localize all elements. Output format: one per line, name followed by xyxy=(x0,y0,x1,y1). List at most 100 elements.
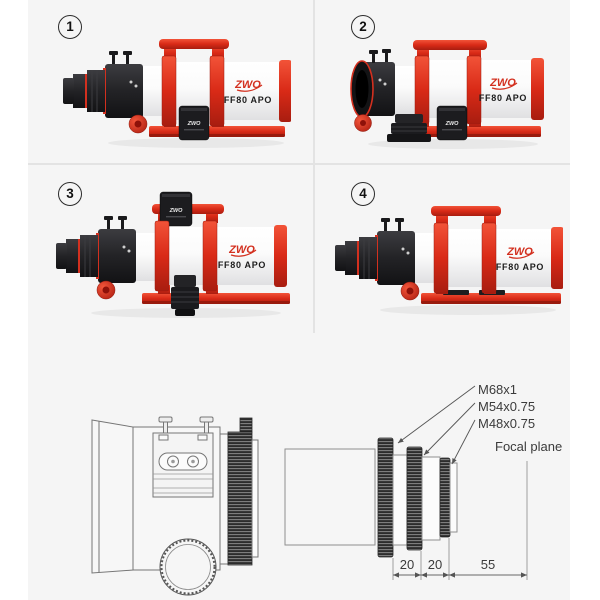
focuser-base xyxy=(219,433,229,565)
tube-ring xyxy=(209,55,224,126)
slot-dot xyxy=(171,459,175,464)
focus-knob-center xyxy=(359,120,366,126)
eaf-text-line xyxy=(183,128,204,130)
thumbscrew-stem xyxy=(111,53,115,64)
knob-cone-mid xyxy=(390,123,427,134)
front-red-ring xyxy=(550,227,563,289)
tension-knob xyxy=(239,417,253,433)
spacer-tube xyxy=(421,456,441,541)
thumbscrew-stem xyxy=(120,219,124,229)
camera-lens-cap xyxy=(174,309,195,316)
plate-slot xyxy=(158,452,208,471)
carry-handle xyxy=(412,40,487,50)
focuser-dot xyxy=(401,247,404,251)
lens-cap xyxy=(62,77,74,104)
logo-swoosh xyxy=(230,249,256,257)
lens-cap xyxy=(55,243,67,269)
eaf-logo: ZWO xyxy=(168,208,183,214)
thumbscrew xyxy=(381,49,391,53)
focuser-body xyxy=(104,63,143,118)
logo-swoosh xyxy=(508,251,534,259)
eaf-highlight xyxy=(161,194,190,197)
thumbscrew xyxy=(394,218,404,222)
photo-cell-3: 3 ZWO xyxy=(28,165,313,333)
focuser-dot xyxy=(134,84,137,87)
focuser-knurled-ring xyxy=(227,431,253,566)
thumbscrew xyxy=(368,50,378,54)
eaf-logo: ZWO xyxy=(444,121,459,127)
eaf-motor xyxy=(178,105,209,140)
dovetail-shade xyxy=(420,301,561,304)
thumbscrew-stem xyxy=(383,221,387,231)
focus-knob-center xyxy=(102,286,109,294)
eaf-motor xyxy=(436,105,467,141)
view-number-badge: 2 xyxy=(351,15,375,39)
drawtube xyxy=(358,237,377,279)
focuser-dot xyxy=(383,82,386,86)
hood-outline xyxy=(91,419,134,574)
m48-ring xyxy=(439,457,451,538)
knob-cone-base xyxy=(386,134,431,142)
product-photo-3: ZWO xyxy=(55,191,290,318)
telescope-accessory-view: ZWO xyxy=(55,191,290,318)
focuser-body xyxy=(97,229,136,283)
carry-handle xyxy=(158,38,229,49)
focuser-opening xyxy=(355,70,368,108)
dovetail-shade xyxy=(148,133,285,137)
focus-knob-inner xyxy=(165,544,211,590)
drawtube xyxy=(79,235,98,277)
thumbscrew-stem xyxy=(125,53,129,64)
focus-knob-knurl xyxy=(160,539,216,595)
thread-label-m68: M68x1 xyxy=(478,382,517,397)
tube-model: FF80 APO xyxy=(495,262,543,272)
telescope-angled-view: ZWO ZWO FF80 APO xyxy=(349,40,544,149)
drawtube xyxy=(86,69,105,112)
leader-m54 xyxy=(423,402,476,456)
thread-label-m54: M54x0.75 xyxy=(478,399,535,414)
focuser-body xyxy=(376,231,415,285)
shadow xyxy=(379,305,556,315)
adapter-red-ring xyxy=(77,239,80,273)
photo-cell-1: 1 xyxy=(28,0,313,163)
carry-handle xyxy=(430,206,501,216)
screw-cap xyxy=(158,416,173,423)
spacer-tube xyxy=(392,454,408,546)
screw-stem xyxy=(163,421,168,434)
focuser-dot xyxy=(406,251,409,255)
end-spacer xyxy=(449,462,458,533)
logo-swoosh xyxy=(236,84,262,92)
tube-ring xyxy=(466,55,481,125)
eaf-motor-top xyxy=(159,191,192,227)
dim-value-55: 55 xyxy=(481,557,495,572)
camera-lens-body xyxy=(170,287,199,309)
thumbscrew xyxy=(117,216,127,220)
dovetail-pad xyxy=(442,290,469,295)
tube-ring xyxy=(433,222,448,294)
eaf-highlight xyxy=(438,108,465,111)
telescope-clean-view: ZWO FF80 APO xyxy=(334,206,563,315)
screw-cap xyxy=(199,416,214,423)
tube-logo: ZWO xyxy=(228,244,255,256)
thumbscrew-stem xyxy=(384,52,388,62)
dovetail-shade xyxy=(398,134,541,137)
tube-logo: ZWO xyxy=(489,77,516,89)
dovetail-shade xyxy=(141,301,290,304)
front-red-ring xyxy=(278,59,291,122)
eaf-highlight xyxy=(180,107,207,111)
tube-ring xyxy=(161,55,176,126)
focal-plane-label: Focal plane xyxy=(495,439,562,454)
horizontal-divider xyxy=(28,163,570,165)
product-photo-2: ZWO ZWO FF80 APO xyxy=(349,40,544,149)
leader-lines xyxy=(397,385,476,465)
technical-drawing: M68x1 M54x0.75 M48x0.75 Focal plane xyxy=(91,382,562,596)
plate-notch xyxy=(197,434,208,441)
thumbscrew xyxy=(108,50,118,55)
view-number-badge: 1 xyxy=(58,15,82,39)
drawtube-outline xyxy=(284,448,376,546)
eaf-logo: ZWO xyxy=(186,121,201,127)
focuser-dot xyxy=(129,80,132,83)
tube-model: FF80 APO xyxy=(478,93,526,103)
adapter xyxy=(72,73,87,108)
telescope-side-view: ZWO ZWO FF80 APO xyxy=(62,38,291,148)
